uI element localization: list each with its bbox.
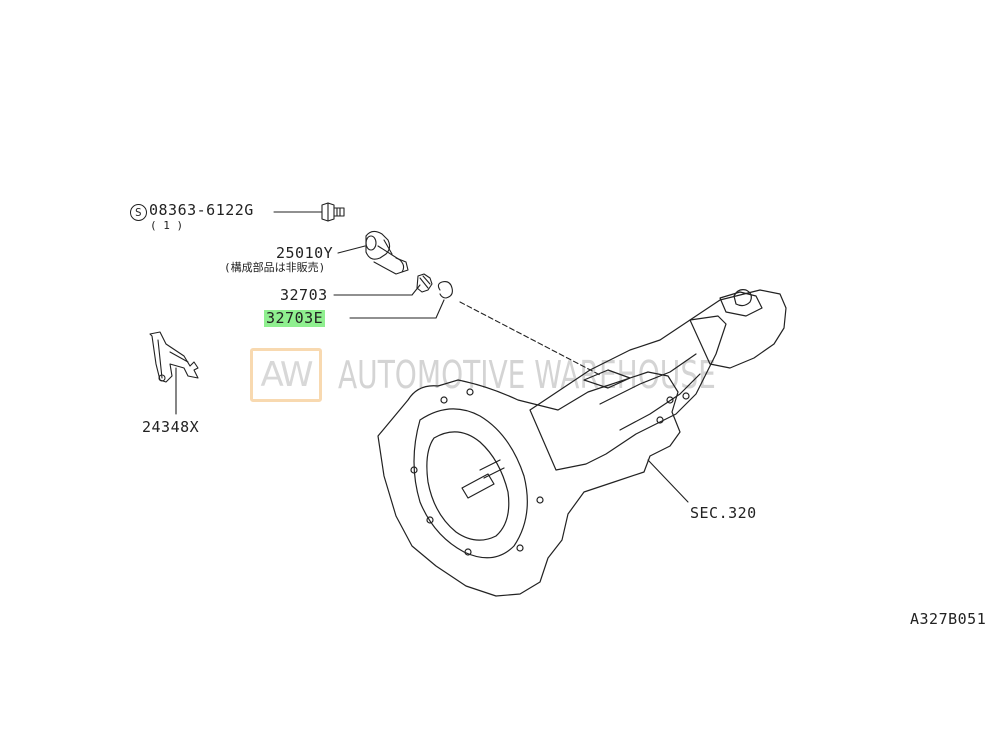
bolt-part xyxy=(321,202,345,222)
watermark-logo: AW xyxy=(250,348,322,402)
sensor-note: (構成部品は非販売) xyxy=(224,261,326,274)
gear-part-number: 32703 xyxy=(280,286,328,304)
watermark: AW AUTOMOTIVE WAREHOUSE xyxy=(250,346,799,404)
leader-lines xyxy=(175,211,689,503)
gear-part xyxy=(416,273,433,293)
figure-code: A327B051 xyxy=(910,610,987,628)
section-reference: SEC.320 xyxy=(690,504,757,522)
bracket-part-number: 24348X xyxy=(142,418,200,436)
bolt-part-number: 08363-6122G xyxy=(149,201,254,219)
watermark-text: AUTOMOTIVE WAREHOUSE xyxy=(338,353,716,397)
sensor-part-number: 25010Y xyxy=(276,244,334,262)
clip-part-number-highlighted[interactable]: 32703E xyxy=(264,309,326,327)
clip-part xyxy=(437,281,453,299)
bolt-symbol: S xyxy=(130,204,147,221)
sensor-part xyxy=(365,230,409,275)
bolt-quantity: ( 1 ) xyxy=(150,219,184,232)
transmission-part xyxy=(377,289,787,597)
bracket-part xyxy=(149,331,199,383)
